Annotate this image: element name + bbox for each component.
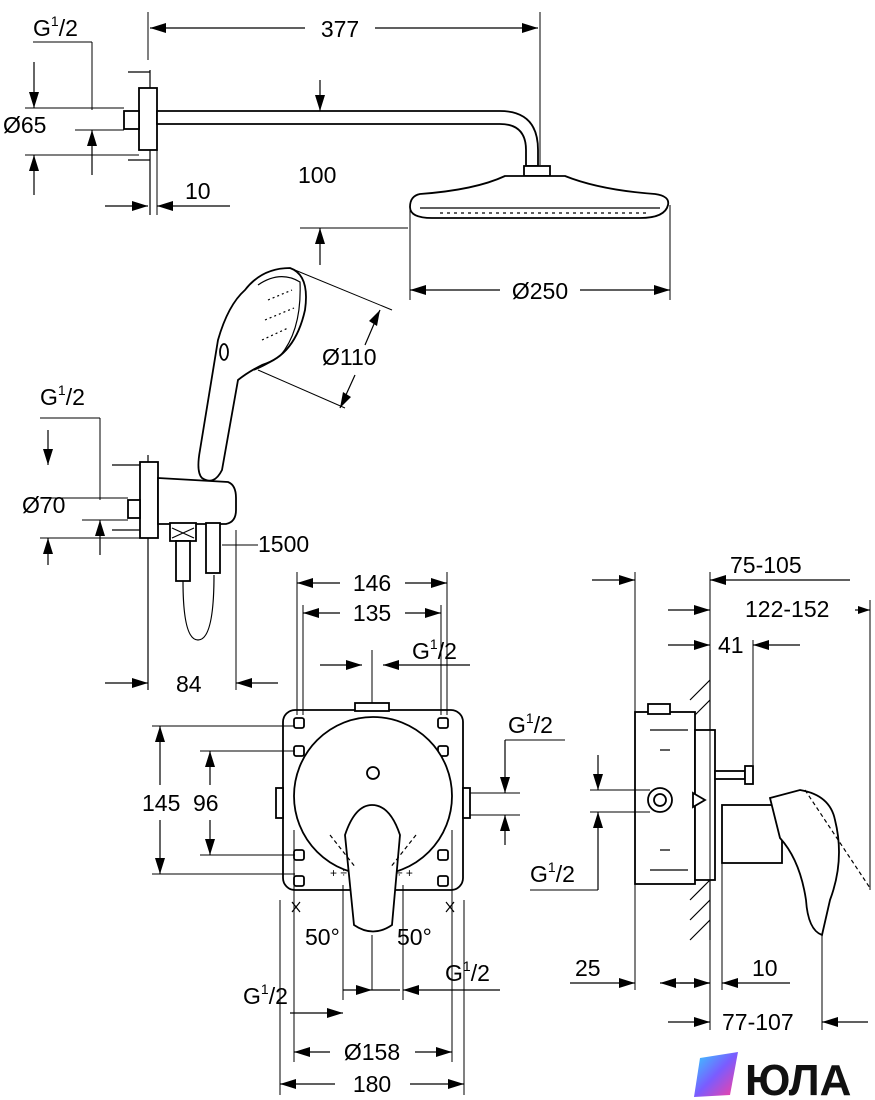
hand-shower-body [197,267,307,482]
right-thread-label: G1/2 [508,710,553,738]
hose-nut [169,522,197,542]
height-inner-label: 96 [193,790,219,816]
thread-label-top: G1/2 [33,13,78,41]
bottom-right-thread-label: G1/2 [445,958,490,986]
overhead-shower-head [409,175,670,219]
angle-left-label: 50° [305,924,340,950]
outlet-thread [127,499,141,519]
svg-text:÷ +: ÷ + [396,866,413,880]
range-3-label: 77-107 [722,1009,794,1035]
hand-head-diameter-label: Ø110 [322,344,377,370]
overall-width-label: 180 [353,1071,391,1097]
outlet-flange [139,461,159,539]
flange-diameter-label: Ø65 [3,112,46,138]
rosette-diameter-label: Ø158 [344,1039,400,1065]
head-diameter-label: Ø250 [512,278,568,304]
arm-connector [523,165,551,177]
side-lever [768,789,840,937]
hose-length-label: 1500 [258,531,309,557]
depth-25-label: 25 [575,955,601,981]
svg-text:+ ÷: + ÷ [330,866,347,880]
range-1-label: 75-105 [730,552,802,578]
range-2-label: 122-152 [745,596,829,622]
top-thread-label: G1/2 [412,636,457,664]
wall-gap-label: 10 [185,178,211,204]
height-outer-label: 145 [142,790,180,816]
wall-flange [138,87,158,151]
mixer-front-view: + ÷ ÷ + 146 135 G1/2 G1/2 [142,570,565,1097]
depth-41-label: 41 [718,632,744,658]
hand-shower: Ø110 G1/2 Ø70 1500 [22,267,393,697]
overhead-shower: 377 G1/2 Ø65 10 100 [3,12,671,304]
hose [182,574,215,641]
mixer-lever [344,804,401,933]
outlet-diameter-label: Ø70 [22,492,65,518]
bottom-left-thread-label: G1/2 [243,981,288,1009]
side-thread-label: G1/2 [530,859,575,887]
hand-thread-label: G1/2 [40,382,85,410]
mixer-side-view: 75-105 122-152 41 G1/2 25 10 [530,552,871,1035]
width-inner-label: 135 [353,600,391,626]
angle-right-label: 50° [397,924,432,950]
shower-holder [157,477,237,525]
brand-watermark: ЮЛА [694,1052,851,1100]
thread-stub [123,110,140,130]
width-outer-label: 146 [353,570,391,596]
shower-arm [156,110,539,167]
depth-10-label: 10 [752,955,778,981]
projection-label: 84 [176,671,202,697]
brand-name: ЮЛА [745,1056,851,1100]
arm-length-label: 377 [321,16,359,42]
brand-logo-icon [694,1052,738,1097]
mode-button [219,343,229,361]
arm-drop-label: 100 [298,162,336,188]
